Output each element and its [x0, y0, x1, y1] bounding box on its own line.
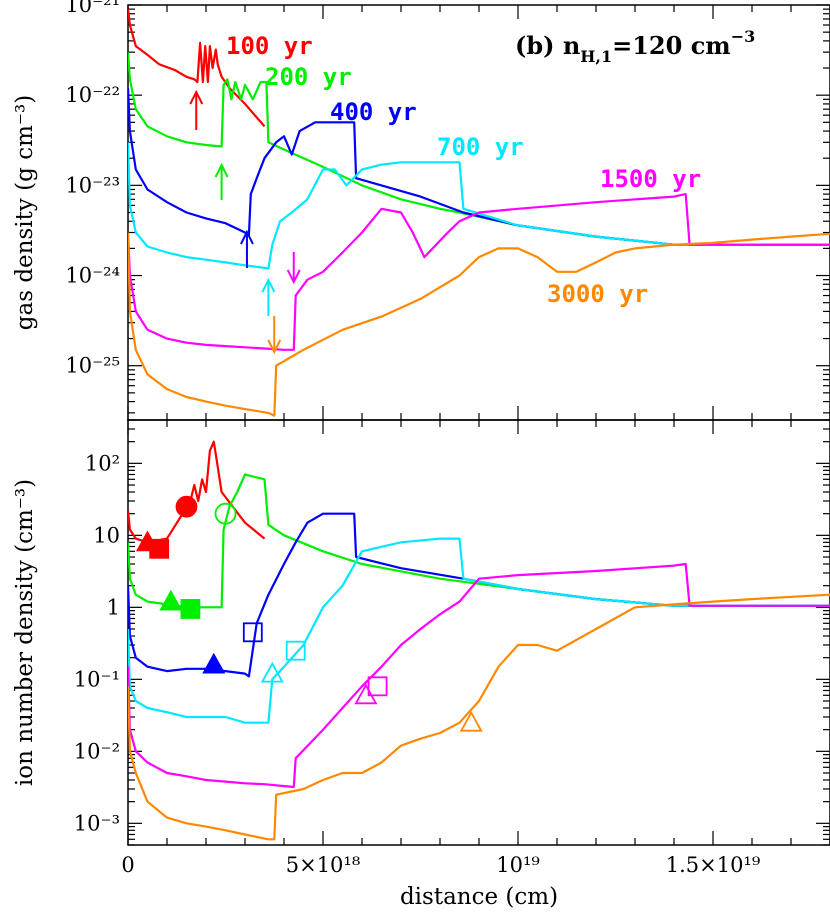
- arrow-head: [214, 162, 229, 178]
- x-tick-label: 0: [121, 853, 134, 877]
- x-axis-title: distance (cm): [400, 884, 558, 910]
- series-line-top-100-yr: [128, 8, 266, 128]
- x-tick-label: 5×10¹⁸: [286, 853, 361, 877]
- series-label: 700 yr: [437, 133, 524, 161]
- y-tick-label-bottom: 10: [93, 523, 120, 547]
- series-label: 100 yr: [226, 32, 313, 60]
- y-tick-label-top: 10⁻²²: [65, 83, 120, 107]
- y-tick-label-top: 10⁻²⁵: [65, 354, 120, 378]
- arrow-head: [267, 339, 282, 355]
- series-line-top-1500-yr: [128, 193, 830, 351]
- series-line-top-200-yr: [128, 52, 830, 246]
- panel-annotation: (b) nH,1=120 cm−3: [515, 27, 755, 66]
- series-line-bottom-700-yr: [128, 537, 830, 724]
- series-line-top-400-yr: [128, 87, 830, 246]
- series-line-bottom-400-yr: [128, 512, 830, 678]
- series-line-bottom-200-yr: [128, 473, 830, 609]
- y-tick-label-bottom: 1: [107, 595, 120, 619]
- series-line-bottom-1500-yr: [128, 562, 830, 789]
- circle-marker: [214, 502, 237, 525]
- series-label: 200 yr: [265, 63, 352, 91]
- square-marker: [285, 640, 306, 661]
- series-line-bottom-100-yr: [128, 440, 266, 544]
- y-tick-label-bottom: 10⁻³: [74, 811, 120, 835]
- square-marker: [180, 599, 201, 619]
- triangle-marker: [459, 710, 483, 732]
- series-line-top-3000-yr: [128, 232, 830, 417]
- series-group-top: [128, 8, 830, 417]
- y-axis-title-top: gas density (g cm⁻³): [12, 95, 38, 330]
- x-tick-label: 10¹⁹: [496, 853, 540, 877]
- square-marker: [367, 676, 388, 697]
- series-line-top-700-yr: [128, 142, 830, 270]
- y-tick-label-bottom: 10⁻¹: [74, 667, 120, 691]
- square-marker: [149, 538, 170, 559]
- series-label: 1500 yr: [600, 165, 701, 193]
- arrow-head: [189, 89, 204, 105]
- y-tick-label-top: 10⁻²³: [65, 173, 120, 197]
- triangle-marker: [159, 589, 183, 611]
- series-label: 3000 yr: [547, 280, 648, 308]
- markers: [135, 89, 483, 732]
- y-tick-label-top: 10⁻²¹: [65, 0, 120, 17]
- series-label: 400 yr: [330, 98, 417, 126]
- y-tick-label-top: 10⁻²⁴: [65, 264, 120, 288]
- series-line-bottom-3000-yr: [128, 593, 830, 841]
- axes-frames: [127, 4, 830, 846]
- series-lines: [128, 8, 830, 841]
- y-tick-label-bottom: 10²: [85, 451, 120, 475]
- x-tick-label: 1.5×10¹⁹: [666, 853, 761, 877]
- square-marker: [242, 622, 263, 643]
- triangle-marker: [260, 661, 284, 683]
- circle-marker: [175, 495, 198, 518]
- arrow-head: [261, 277, 276, 293]
- series-group-bottom: [128, 440, 830, 841]
- y-tick-label-bottom: 10⁻²: [74, 739, 120, 763]
- y-axis-title-bottom: ion number density (cm⁻³): [12, 479, 38, 786]
- triangle-marker: [354, 683, 378, 705]
- triangle-marker: [202, 652, 226, 674]
- arrow-head: [240, 229, 254, 245]
- arrow-head: [286, 269, 301, 285]
- labels: 10⁻²¹ 10⁻²² 10⁻²³ 10⁻²⁴ 10⁻²⁵ gas density (g …: [12, 0, 760, 910]
